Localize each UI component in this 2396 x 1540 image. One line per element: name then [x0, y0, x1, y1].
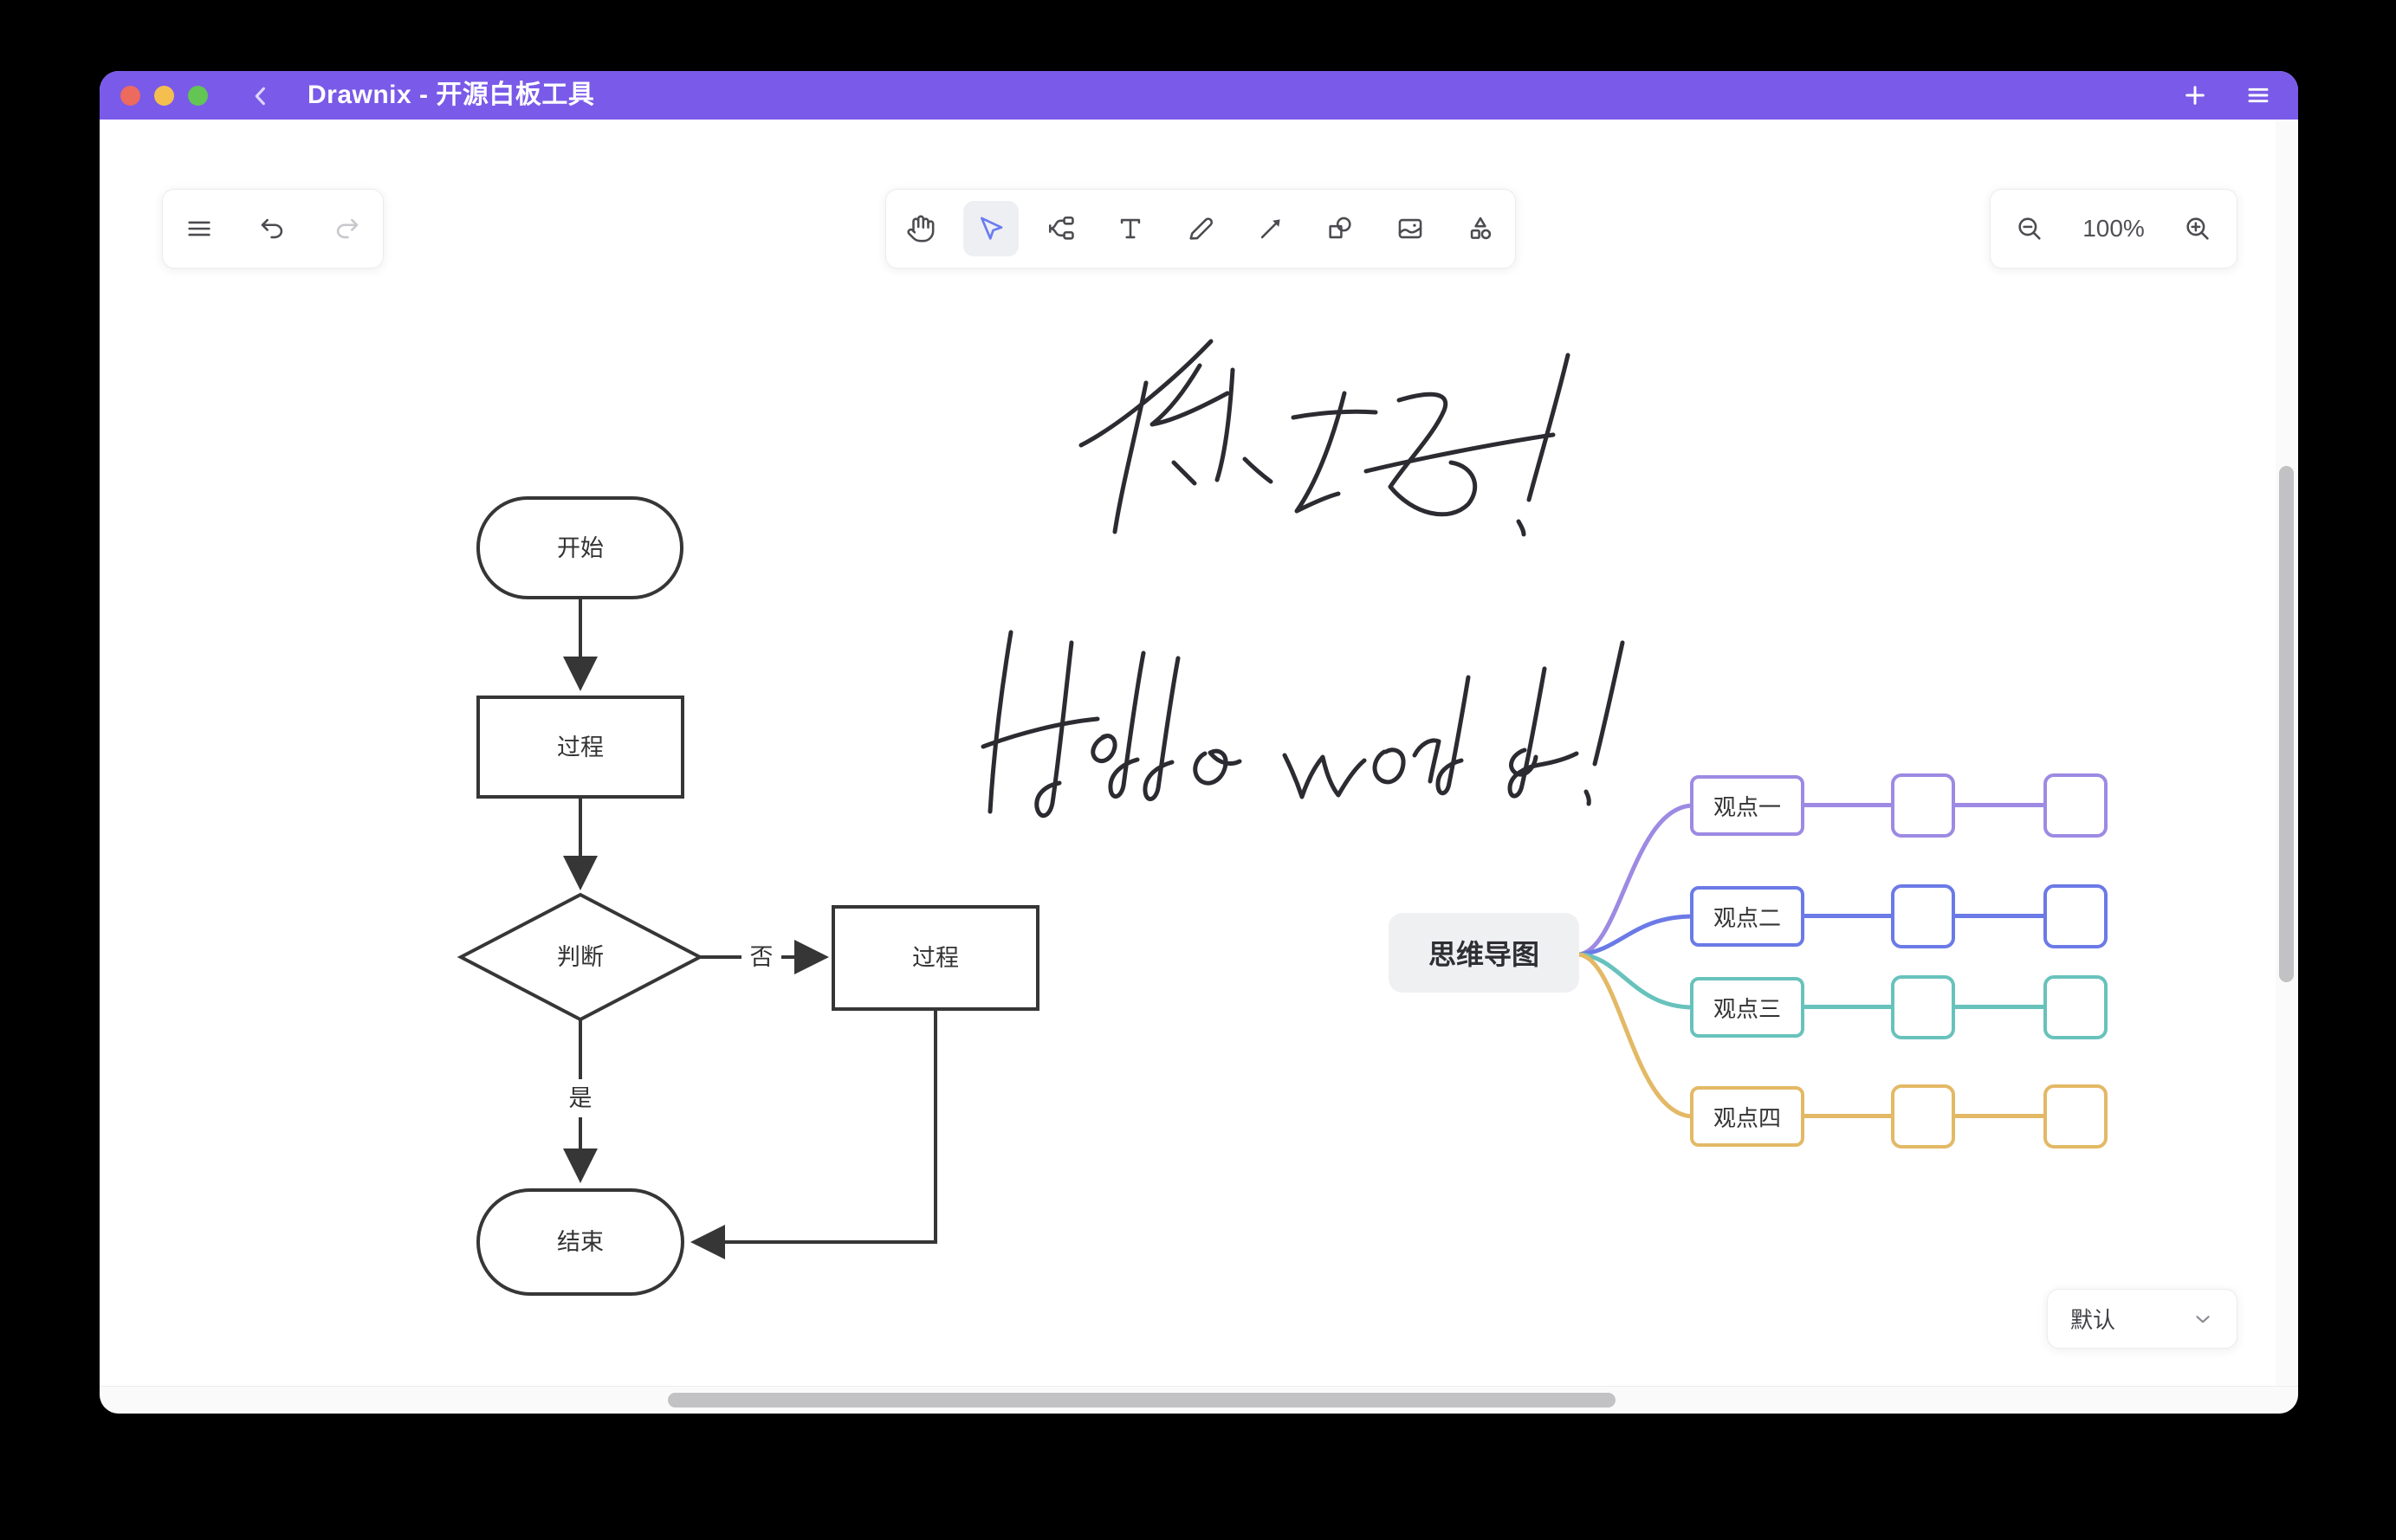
new-board-button[interactable] — [2181, 81, 2209, 109]
chevron-down-icon — [2196, 1315, 2210, 1323]
text-tool-button[interactable] — [1103, 201, 1158, 256]
undo-button[interactable] — [245, 201, 301, 256]
mindmap-connector — [1953, 803, 2047, 807]
mind-tool-button[interactable] — [1033, 201, 1089, 256]
zoom-out-button[interactable] — [2015, 214, 2044, 243]
flowchart-node-end[interactable] — [476, 1188, 684, 1296]
arrow-tool-button[interactable] — [1243, 201, 1298, 256]
image-tool-button[interactable] — [1383, 201, 1438, 256]
zoom-toolbar: 100% — [1990, 189, 2237, 269]
mindmap-root-node[interactable]: 思维导图 — [1389, 913, 1579, 993]
zoom-in-icon — [2186, 217, 2209, 240]
mindmap-empty-node[interactable] — [2043, 773, 2108, 838]
mindmap-connector — [1803, 1005, 1894, 1009]
flowchart-edge-label-no: 否 — [750, 944, 774, 970]
image-icon — [1398, 218, 1422, 239]
history-toolbar — [162, 189, 384, 269]
pencil-icon — [1189, 217, 1214, 240]
mindmap-connector — [1953, 1114, 2047, 1118]
maximize-button[interactable] — [188, 86, 208, 106]
window-title: Drawnix - 开源白板工具 — [308, 81, 595, 109]
mindmap-connector — [1953, 914, 2047, 918]
vertical-scrollbar-track[interactable] — [2276, 120, 2298, 1386]
theme-select-value: 默认 — [2070, 1307, 2116, 1333]
mindmap-node-2[interactable]: 观点二 — [1690, 886, 1804, 947]
branch-icon — [1048, 216, 1074, 240]
app-list-button[interactable] — [2244, 81, 2272, 109]
edge-label-bg — [560, 1079, 600, 1117]
mindmap-empty-node[interactable] — [1891, 975, 1955, 1039]
mindmap-empty-node[interactable] — [1891, 773, 1955, 838]
back-button[interactable] — [247, 82, 275, 110]
tools-toolbar — [885, 189, 1516, 269]
mindmap-connector — [1803, 914, 1894, 918]
mindmap-node-3[interactable]: 观点三 — [1690, 977, 1804, 1038]
hand-tool-button[interactable] — [893, 201, 949, 256]
flowchart-label-process2: 过程 — [912, 945, 959, 971]
mindmap-node-1[interactable]: 观点一 — [1690, 775, 1804, 836]
extra-shapes-tool-button[interactable] — [1453, 201, 1508, 256]
undo-icon — [261, 218, 283, 239]
flowchart-label-start: 开始 — [557, 535, 604, 561]
hand-icon — [907, 215, 935, 243]
text-icon — [1121, 218, 1141, 239]
mindmap-links — [1577, 803, 1696, 1119]
cursor-icon — [981, 217, 1003, 240]
zoom-level[interactable]: 100% — [2082, 215, 2145, 242]
mindmap-empty-node[interactable] — [1891, 1084, 1955, 1149]
hamburger-icon — [2248, 87, 2269, 103]
flowchart-label-process1: 过程 — [557, 734, 604, 760]
mindmap-link-2 — [1577, 914, 1696, 957]
arrow-icon — [1260, 219, 1280, 239]
horizontal-scrollbar-thumb[interactable] — [668, 1393, 1616, 1407]
handwriting-hello-world[interactable] — [981, 630, 1625, 818]
mindmap-empty-node[interactable] — [2043, 975, 2108, 1039]
app-menu-button[interactable] — [172, 201, 227, 256]
flowchart-label-decision: 判断 — [557, 944, 604, 970]
close-button[interactable] — [120, 86, 140, 106]
app-window: 开始 过程 判断 过程 结束 否 是 — [100, 71, 2298, 1414]
mindmap-link-1 — [1577, 803, 1696, 957]
chevron-left-icon — [255, 87, 265, 106]
horizontal-scrollbar-track[interactable] — [100, 1386, 2298, 1414]
mindmap-connector — [1803, 1114, 1894, 1118]
vertical-scrollbar-thumb[interactable] — [2279, 466, 2294, 982]
edge-label-bg — [741, 938, 781, 976]
redo-button[interactable] — [319, 201, 374, 256]
flowchart-label-end: 结束 — [557, 1229, 604, 1255]
hamburger-icon — [188, 221, 210, 236]
mindmap-link-3 — [1577, 952, 1696, 1010]
shape-tool-button[interactable] — [1312, 201, 1368, 256]
shape-library-icon — [1470, 217, 1491, 240]
plus-icon — [2186, 86, 2205, 105]
mindmap-empty-node[interactable] — [2043, 884, 2108, 948]
shapes-icon — [1329, 217, 1351, 239]
minimize-button[interactable] — [154, 86, 174, 106]
mindmap-empty-node[interactable] — [2043, 1084, 2108, 1149]
titlebar: Drawnix - 开源白板工具 — [100, 71, 2298, 120]
mindmap-empty-node[interactable] — [1891, 884, 1955, 948]
mindmap-link-4 — [1577, 952, 1696, 1119]
mindmap-connector — [1953, 1005, 2047, 1009]
whiteboard-canvas[interactable]: 开始 过程 判断 过程 结束 否 是 — [100, 71, 2298, 1414]
flowchart-node-process2[interactable] — [832, 905, 1039, 1011]
flowchart-edge-label-yes: 是 — [569, 1085, 593, 1111]
handwriting-nihao[interactable] — [1078, 339, 1570, 537]
theme-select[interactable]: 默认 — [2047, 1289, 2237, 1349]
mindmap-node-4[interactable]: 观点四 — [1690, 1086, 1804, 1147]
flowchart[interactable]: 开始 过程 判断 过程 结束 否 是 — [457, 496, 1039, 1296]
redo-icon — [336, 218, 358, 239]
zoom-out-icon — [2018, 217, 2041, 240]
mindmap-connector — [1803, 803, 1894, 807]
flowchart-node-process1[interactable] — [476, 696, 684, 799]
pencil-tool-button[interactable] — [1173, 201, 1228, 256]
zoom-in-button[interactable] — [2183, 214, 2212, 243]
flowchart-edge-loop — [690, 1009, 937, 1259]
selection-tool-button[interactable] — [962, 201, 1019, 256]
